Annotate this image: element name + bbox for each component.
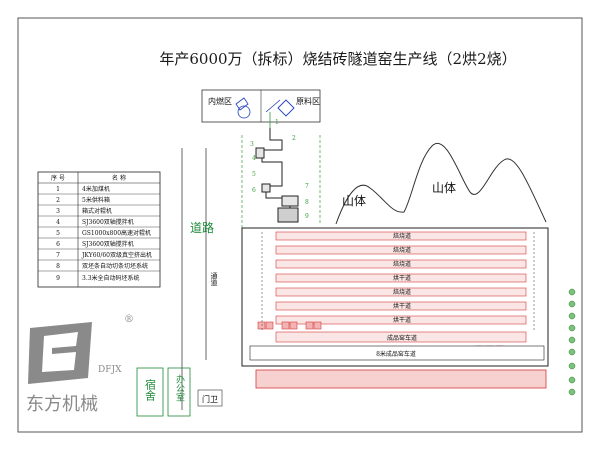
table-row-no: 2 — [56, 197, 60, 204]
conveyor-number: 1 — [275, 119, 279, 126]
drawing-title: 年产6000万（拆标）烧结砖隧道窑生产线（2烘2烧） — [159, 50, 516, 68]
table-row-name: 箱式对辊机 — [82, 207, 112, 215]
table-header-no: 序 号 — [51, 174, 65, 182]
mountain-right-label: 山体 — [432, 181, 456, 195]
kiln-lane-label: 烘干道 — [393, 302, 411, 310]
kiln-lane-label: 焙烧道 — [393, 260, 411, 268]
table-row-no: 9 — [56, 275, 60, 282]
table-row-no: 1 — [56, 186, 60, 193]
kiln-lane-label: 焙烧道 — [393, 246, 411, 254]
dormitory-label: 宿舍 — [144, 378, 157, 402]
finished-yard-label: 8米成品窑车道 — [376, 350, 416, 358]
table-row-no: 6 — [56, 241, 60, 248]
table-row-no: 4 — [56, 219, 60, 226]
table-row-no: 5 — [56, 230, 60, 237]
conveyor-numbers: 1 2 3 4 5 6 7 8 9 — [250, 119, 309, 220]
table-row-name: SJ3600双轴搅拌机 — [82, 218, 134, 226]
excavator-icon — [277, 99, 295, 117]
kiln-lane-label: 烘干道 — [393, 316, 411, 324]
kiln-block: 焙烧道 焙烧道 焙烧道 烘干道 焙烧道 烘干道 烘干道 成品窑车道 — [241, 227, 549, 367]
road-label-1: 道路 — [190, 220, 214, 235]
equipment-table: 序 号 名 称 1 4米加煤机 2 5米供料箱 3 箱式对辊机 4 SJ3600… — [37, 171, 161, 288]
table-header-name: 名 称 — [112, 174, 126, 182]
drawing-border — [17, 17, 583, 433]
raw-material-shed: 内燃区 原料区 — [201, 89, 321, 128]
logo-brand: 东方机械 — [26, 394, 98, 415]
registered-mark: ® — [124, 314, 134, 325]
tree-row — [568, 288, 576, 396]
conveyor-number: 2 — [292, 135, 296, 142]
gate-label: 门卫 — [202, 394, 218, 404]
mountain-outline — [335, 143, 547, 225]
table-row-no: 7 — [56, 252, 60, 259]
table-row-name: 双坯条自动切条切坯系统 — [82, 262, 148, 270]
kiln-lane-label: 焙烧道 — [393, 232, 411, 240]
conveyor-number: 5 — [252, 171, 256, 178]
conveyor-number: 9 — [305, 213, 309, 220]
inner-fuel-area-label: 内燃区 — [208, 96, 232, 106]
dormitory-building — [136, 367, 164, 417]
table-row-name: 5米供料箱 — [82, 196, 110, 204]
office-building — [167, 367, 191, 417]
office-label: 办公室 — [174, 373, 185, 401]
feeder-icon — [237, 105, 251, 119]
kiln-lane-label: 成品窑车道 — [387, 334, 417, 342]
conveyor-number: 8 — [305, 199, 309, 206]
table-row-name: GS1000x800高速对辊机 — [82, 229, 151, 237]
kiln-lane-label: 焙烧道 — [393, 288, 411, 296]
finished-product-area — [255, 369, 547, 389]
table-row-name: 4米加煤机 — [82, 185, 110, 193]
table-row-no: 8 — [56, 263, 60, 270]
finished-yard: 8米成品窑车道 — [249, 345, 547, 389]
raw-material-area-label: 原料区 — [296, 96, 320, 106]
gate-building — [197, 389, 223, 407]
table-row-name: SJ3600双轴搅拌机 — [82, 240, 134, 248]
road: 道路 — [181, 148, 214, 410]
table-row-name: 3.3米全自动码坯系统 — [82, 274, 140, 282]
channel-label: 通道 — [210, 271, 218, 287]
conveyor-number: 4 — [252, 155, 256, 162]
conveyor-number: 3 — [250, 141, 254, 148]
conveyor-number: 7 — [305, 183, 309, 190]
table-row-name: JKY60/60双级真空挤出机 — [81, 251, 152, 259]
conveyor-line — [241, 128, 321, 240]
kiln-lane-label: 烘干道 — [393, 274, 411, 282]
conveyor-number: 6 — [252, 187, 256, 194]
mountain-left-label: 山体 — [342, 194, 366, 208]
table-row-no: 3 — [56, 208, 60, 215]
company-logo: DFJX ® 东方机械 — [26, 314, 134, 415]
logo-mark: DFJX — [98, 365, 122, 375]
